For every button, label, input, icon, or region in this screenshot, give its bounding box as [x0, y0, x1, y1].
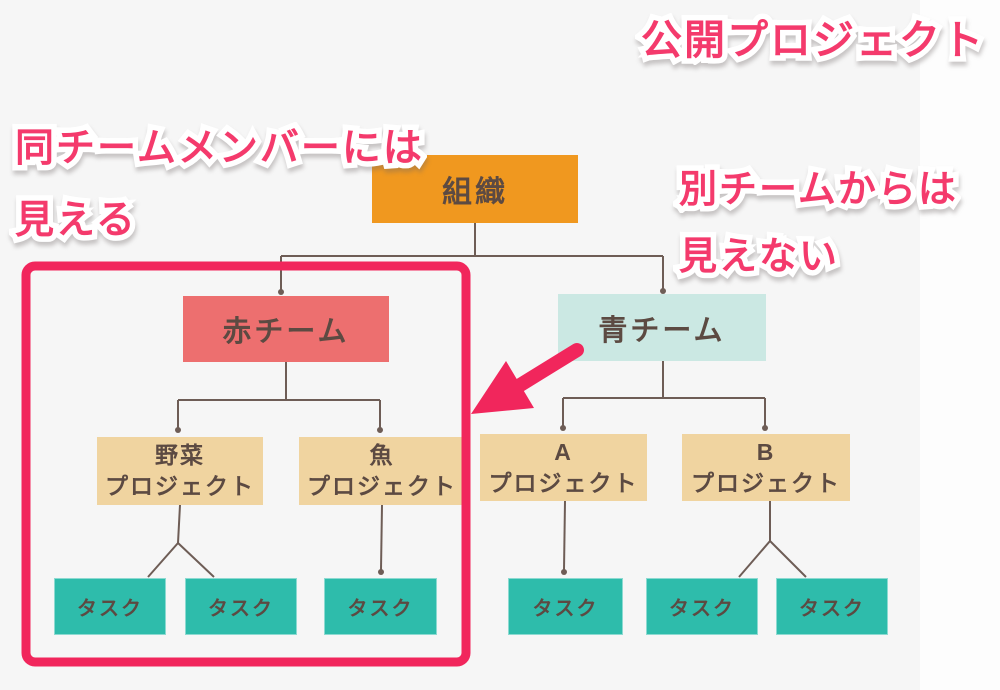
- task-label: タスク: [669, 598, 735, 620]
- title-text: 公開プロジェクト: [641, 17, 985, 63]
- project-label-line2: プロジェクト: [105, 473, 255, 499]
- task-label: タスク: [208, 598, 274, 620]
- project-label-line2: プロジェクト: [488, 469, 639, 496]
- annotation-text: 別チームからは: [679, 169, 958, 211]
- project-node-b: B プロジェクト: [682, 434, 850, 501]
- project-node-a: A プロジェクト: [480, 434, 647, 501]
- task-node: タスク: [776, 578, 888, 635]
- task-label: タスク: [77, 598, 143, 620]
- task-node: タスク: [185, 578, 297, 635]
- annotation-same-team-line2: 見える 見える: [10, 196, 141, 246]
- task-node: タスク: [508, 578, 623, 635]
- annotation-outline: 同チームメンバーには: [10, 124, 428, 174]
- title-public-project: 公開プロジェクト 公開プロジェクト: [636, 14, 989, 66]
- task-label: タスク: [532, 598, 599, 620]
- project-label-line2: プロジェクト: [307, 473, 457, 499]
- blue-team-label: 青チーム: [598, 314, 726, 347]
- annotation-text: 同チームメンバーには: [15, 127, 424, 170]
- project-label-line1: B: [756, 438, 776, 465]
- task-node: タスク: [324, 578, 437, 635]
- red-team-node: 赤チーム: [183, 296, 389, 362]
- project-node-vegetable: 野菜 プロジェクト: [97, 437, 263, 505]
- org-label: 組織: [442, 176, 508, 209]
- blue-team-node: 青チーム: [558, 294, 766, 361]
- task-label: タスク: [799, 598, 865, 620]
- red-team-label: 赤チーム: [222, 316, 350, 348]
- task-node: タスク: [54, 578, 166, 635]
- background-right-strip: [920, 0, 1000, 690]
- annotation-other-team-line2: 見えない 見えない: [673, 233, 842, 282]
- annotation-outline: 見える: [10, 196, 141, 246]
- title-outline: 公開プロジェクト: [636, 14, 989, 66]
- task-label: タスク: [347, 598, 414, 620]
- project-label-line1: A: [554, 438, 573, 465]
- annotation-outline: 別チームからは: [674, 166, 962, 215]
- annotation-text: 見える: [15, 199, 137, 242]
- project-node-fish: 魚 プロジェクト: [299, 437, 465, 505]
- project-label-line2: プロジェクト: [691, 469, 841, 496]
- annotation-other-team-line1: 別チームからは 別チームからは: [674, 166, 962, 215]
- task-node: タスク: [646, 578, 758, 635]
- annotation-outline: 見えない: [673, 233, 842, 282]
- project-label-line1: 魚: [369, 442, 395, 468]
- project-label-line1: 野菜: [155, 442, 205, 468]
- annotation-text: 見えない: [679, 236, 840, 278]
- annotation-same-team-line1: 同チームメンバーには 同チームメンバーには: [10, 124, 428, 174]
- org-node: 組織: [372, 155, 578, 223]
